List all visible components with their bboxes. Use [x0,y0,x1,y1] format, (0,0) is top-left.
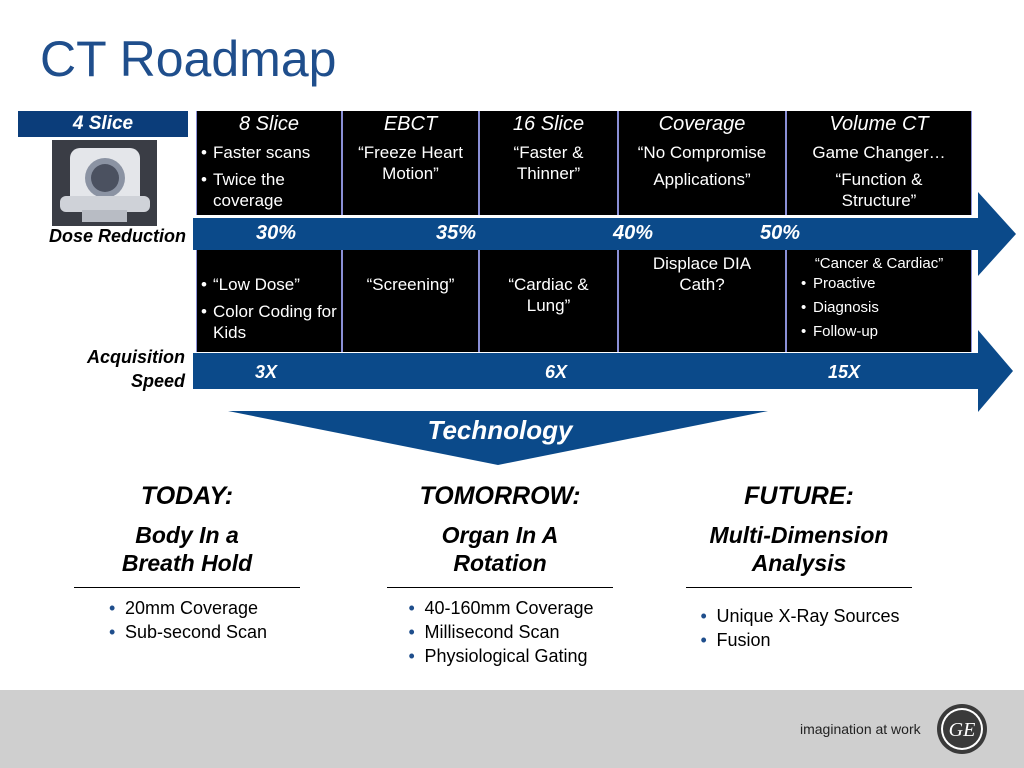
ebct-application: “Screening” [366,275,455,294]
list-item: Diagnosis [801,296,971,320]
column-header-ebct: EBCT [383,113,438,135]
stage-heading: TODAY: [140,482,234,510]
list-item: 40-160mm Coverage [406,596,593,620]
volume-ct-applications: Proactive Diagnosis Follow-up [787,272,971,344]
acquisition-label-line1: Acquisition [87,347,185,367]
list-item: Twice the coverage [201,169,341,211]
acquisition-label-line2: Speed [130,371,185,391]
acquisition-speed-arrow [193,330,1013,412]
list-item: Color Coding for Kids [201,301,341,343]
speed-value-3: 15X [828,362,861,382]
ge-logo-text: GE [949,719,976,741]
speed-value-2: 6X [545,362,568,382]
footer-tagline: imagination at work [800,721,921,737]
list-item: Fusion [698,628,899,652]
four-slice-label: 4 Slice [18,111,188,137]
16-slice-note: “Faster & Thinner” [513,143,584,183]
dose-percent-3: 40% [613,222,654,244]
speed-value-1: 3X [255,362,278,382]
ge-logo-icon: GE [937,704,987,754]
list-item: Millisecond Scan [406,620,593,644]
column-16-slice-bottom: “Cardiac & Lung” [479,250,618,352]
column-8-slice-bottom: “Low Dose” Color Coding for Kids [196,250,342,352]
column-ebct-top: EBCT “Freeze Heart Motion” [342,111,479,215]
list-item: Follow-up [801,320,971,344]
stage-subtitle: Body In a Breath Hold [121,522,253,576]
stage-bullets: 40-160mm Coverage Millisecond Scan Physi… [406,596,593,668]
column-header-8-slice: 8 Slice [238,113,300,135]
divider [686,587,912,588]
list-item: 20mm Coverage [107,596,267,620]
list-item: Proactive [801,272,971,296]
16-slice-application: “Cardiac & Lung” [508,275,589,315]
ct-scanner-image [52,140,157,226]
list-item: Faster scans [201,142,341,163]
volume-ct-note-line1: Game Changer… [812,143,946,162]
coverage-note-line2: Applications” [653,170,751,189]
column-header-volume-ct: Volume CT [829,113,929,135]
dose-percent-4: 50% [760,222,801,244]
column-8-slice-top: 8 Slice Faster scans Twice the coverage [196,111,342,215]
list-item: Sub-second Scan [107,620,267,644]
ebct-note: “Freeze Heart Motion” [358,143,463,183]
stage-today: TODAY: Body In a Breath Hold 20mm Covera… [74,482,300,644]
column-header-16-slice: 16 Slice [512,113,585,135]
page-title: CT Roadmap [40,31,337,87]
coverage-application: Displace DIA Cath? [652,254,752,294]
column-volume-ct-top: Volume CT Game Changer… “Function & Stru… [786,111,972,215]
stage-future: FUTURE: Multi-Dimension Analysis Unique … [686,482,912,652]
divider [387,587,613,588]
dose-percent-2: 35% [436,222,477,244]
column-16-slice-top: 16 Slice “Faster & Thinner” [479,111,618,215]
dose-reduction-arrow [193,192,1016,276]
stage-bullets: Unique X-Ray Sources Fusion [698,604,899,652]
stage-subtitle: Multi-Dimension Analysis [709,522,889,576]
8-slice-features: Faster scans Twice the coverage [197,142,341,211]
stage-subtitle: Organ In A Rotation [441,522,559,576]
dose-percent-1: 30% [256,222,297,244]
divider [74,587,300,588]
list-item: “Low Dose” [201,274,341,295]
list-item: Physiological Gating [406,644,593,668]
8-slice-applications: “Low Dose” Color Coding for Kids [197,274,341,343]
technology-label: Technology [427,415,573,445]
volume-ct-note-line2: “Function & Structure” [835,170,923,210]
stage-heading: FUTURE: [744,482,854,510]
coverage-note-line1: “No Compromise [637,143,767,162]
stage-tomorrow: TOMORROW: Organ In A Rotation 40-160mm C… [387,482,613,668]
column-volume-ct-bottom: “Cancer & Cardiac” Proactive Diagnosis F… [786,250,972,352]
list-item: Unique X-Ray Sources [698,604,899,628]
technology-funnel [228,411,768,465]
column-header-coverage: Coverage [658,113,746,135]
stage-heading: TOMORROW: [419,482,581,510]
footer-bar [0,690,1024,768]
column-coverage-top: Coverage “No Compromise Applications” [618,111,786,215]
acquisition-speed-label: Acquisition Speed [40,345,185,393]
dose-reduction-label: Dose Reduction [48,226,186,246]
volume-ct-application-title: “Cancer & Cardiac” [814,255,944,272]
column-ebct-bottom: “Screening” [342,250,479,352]
stage-bullets: 20mm Coverage Sub-second Scan [107,596,267,644]
column-coverage-bottom: Displace DIA Cath? [618,250,786,352]
